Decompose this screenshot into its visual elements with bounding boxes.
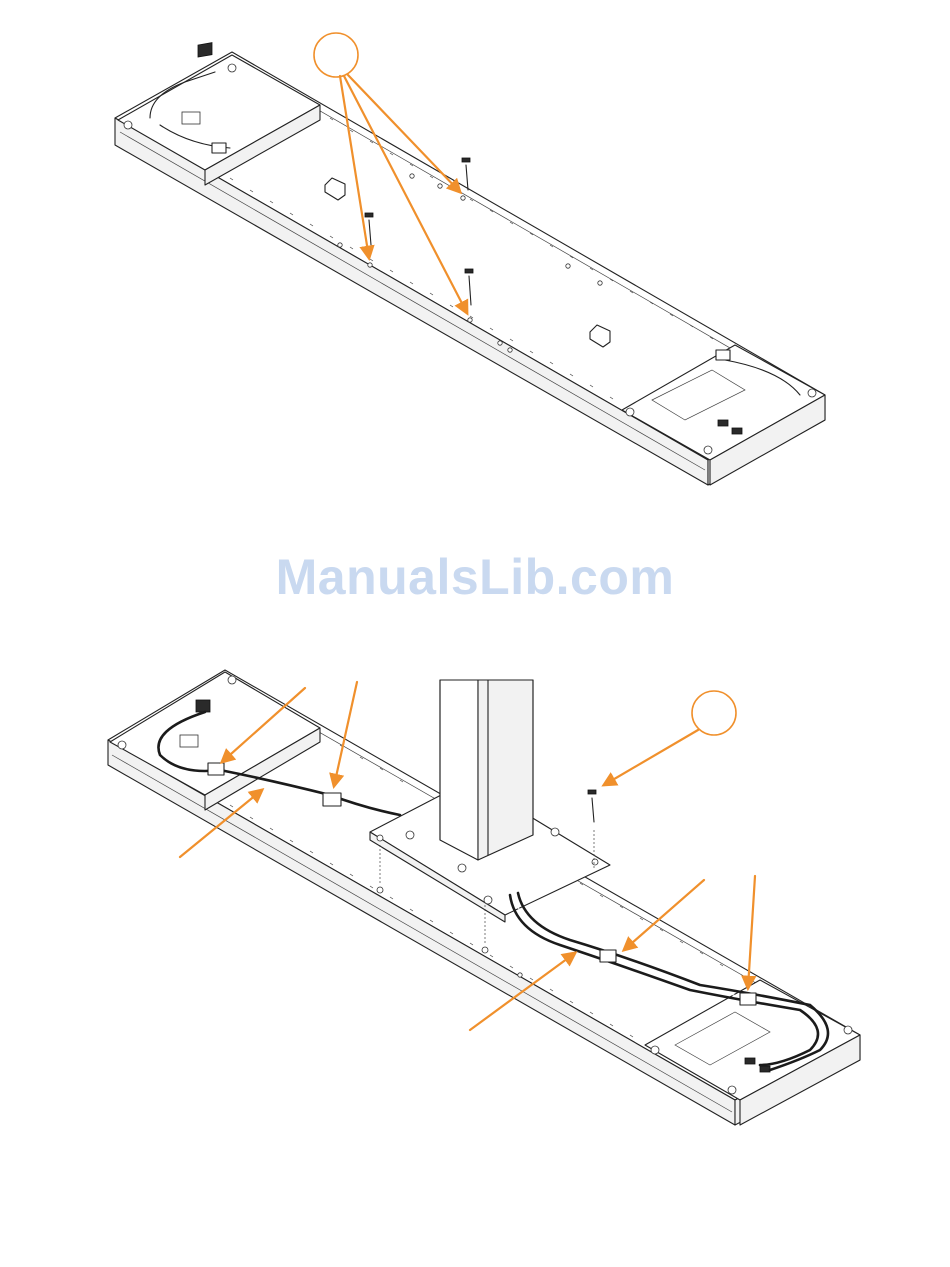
- callout-circle: [692, 691, 736, 735]
- pointer-arrow: [604, 730, 698, 785]
- figure-top: [115, 33, 825, 485]
- cable-tie: [600, 950, 616, 962]
- cable-connector: [323, 793, 341, 806]
- leg-column: [440, 680, 533, 860]
- cable-tie: [740, 993, 756, 1005]
- callout-circle: [314, 33, 358, 77]
- screw: [588, 790, 596, 822]
- watermark-text: ManualsLib.com: [0, 548, 950, 606]
- figure-bottom: [108, 670, 860, 1125]
- cable-tie: [208, 763, 224, 775]
- pointer-arrow: [748, 876, 755, 988]
